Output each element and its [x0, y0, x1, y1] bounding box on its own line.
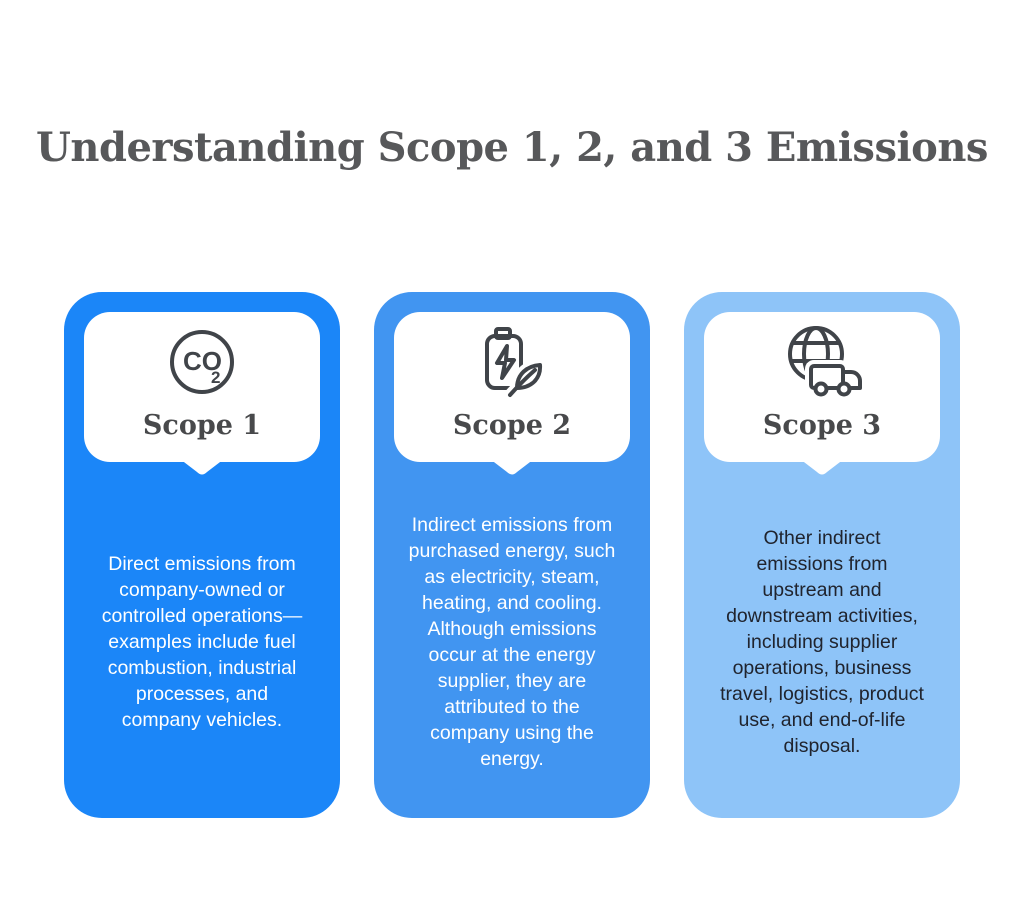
co2-icon: CO 2: [165, 325, 239, 404]
card-scope-label: Scope 2: [452, 410, 572, 441]
bubble-tail: [490, 459, 534, 477]
globe-truck-icon: [777, 322, 867, 407]
card-scope-label: Scope 1: [142, 410, 262, 441]
card-description: Other indirect emissions from upstream a…: [720, 527, 924, 757]
bubble-tail: [800, 459, 844, 477]
card-header-bubble: Scope 3: [704, 312, 940, 475]
svg-text:CO: CO: [183, 346, 222, 376]
card-description: Direct emissions from company-owned or c…: [101, 553, 303, 731]
card-scope-3: Scope 3 Other indirect emissions from up…: [684, 292, 960, 818]
icon-box: [470, 322, 554, 406]
icon-box: CO 2: [165, 322, 239, 406]
cards-row: CO 2 Scope 1 Direct emissions from compa…: [64, 292, 960, 818]
card-description: Indirect emissions from purchased energy…: [408, 514, 616, 770]
card-body: Direct emissions from company-owned or c…: [84, 462, 320, 818]
bubble-tail: [180, 459, 224, 477]
page-title: Understanding Scope 1, 2, and 3 Emission…: [36, 124, 988, 171]
card-scope-1: CO 2 Scope 1 Direct emissions from compa…: [64, 292, 340, 818]
icon-box: [777, 322, 867, 406]
card-body: Other indirect emissions from upstream a…: [704, 462, 940, 818]
svg-text:2: 2: [211, 368, 220, 387]
card-scope-2: Scope 2 Indirect emissions from purchase…: [374, 292, 650, 818]
battery-leaf-icon: [470, 321, 554, 408]
card-header-bubble: Scope 2: [394, 312, 630, 475]
card-header-bubble: CO 2 Scope 1: [84, 312, 320, 475]
card-body: Indirect emissions from purchased energy…: [394, 462, 630, 818]
card-scope-label: Scope 3: [762, 410, 882, 441]
